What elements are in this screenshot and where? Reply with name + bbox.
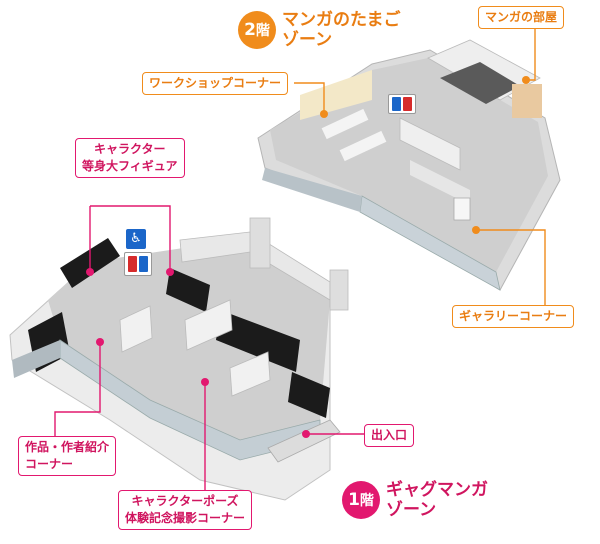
leader-workshop: [294, 82, 325, 114]
leader-dot: [522, 76, 530, 84]
restroom-icon: [124, 252, 152, 276]
floor-1-partition: [184, 299, 233, 351]
leader-dot: [320, 110, 328, 118]
floor-1-zone-name: ギャグマンガ ゾーン: [386, 480, 488, 520]
entrance-steps: [267, 419, 341, 463]
floor-2-dark-core: [440, 62, 520, 104]
floor-1-left-wall: [12, 340, 60, 378]
label-workshop: ワークショップコーナー: [142, 72, 289, 95]
leader-dot: [472, 226, 480, 234]
leader-dot: [86, 268, 94, 276]
label-works-intro: 作品・作者紹介 コーナー: [18, 436, 117, 476]
leader-dots: [86, 76, 530, 438]
floor-2-back-wall: [300, 70, 372, 120]
leader-dot: [302, 430, 310, 438]
leader-figure: [90, 205, 171, 272]
floor-1-dark-wall: [166, 268, 210, 312]
leader-dot: [166, 268, 174, 276]
workshop-table: [321, 108, 369, 140]
label-character-figure: キャラクター 等身大フィギュア: [75, 138, 185, 178]
leader-dot: [96, 338, 104, 346]
label-manga-room: マンガの部屋: [478, 6, 565, 29]
leader-dot: [201, 378, 209, 386]
leader-works: [54, 342, 101, 436]
floor-1-pillar: [329, 269, 349, 311]
floor-1-dark-wall: [288, 372, 330, 418]
label-gallery: ギャラリーコーナー: [452, 305, 575, 328]
gallery-kiosk: [453, 197, 471, 221]
label-pose-photo: キャラクターポーズ 体験記念撮影コーナー: [118, 490, 253, 530]
manga-room-shelf: [512, 84, 542, 118]
floor-1-pillar: [249, 217, 271, 269]
floor-2-partition: [410, 160, 470, 205]
floor-2-partition: [399, 117, 461, 171]
leader-gallery: [476, 229, 546, 305]
floor-2-zone-name: マンガのたまご ゾーン: [282, 10, 401, 50]
floor-2-block: [257, 39, 561, 291]
floor-1-partition: [229, 351, 271, 397]
floor-1-dark-wall: [216, 310, 300, 372]
floor-2-left-wall: [262, 168, 362, 212]
floor-1-block: [9, 217, 349, 501]
floor-1-partition: [119, 305, 153, 353]
restroom-icon: [388, 94, 416, 114]
floor-2-surface: [270, 58, 548, 272]
label-entrance: 出入口: [364, 424, 415, 447]
leader-lines: [54, 28, 546, 490]
wheelchair-icon: ♿: [126, 229, 146, 249]
workshop-table: [339, 130, 387, 162]
